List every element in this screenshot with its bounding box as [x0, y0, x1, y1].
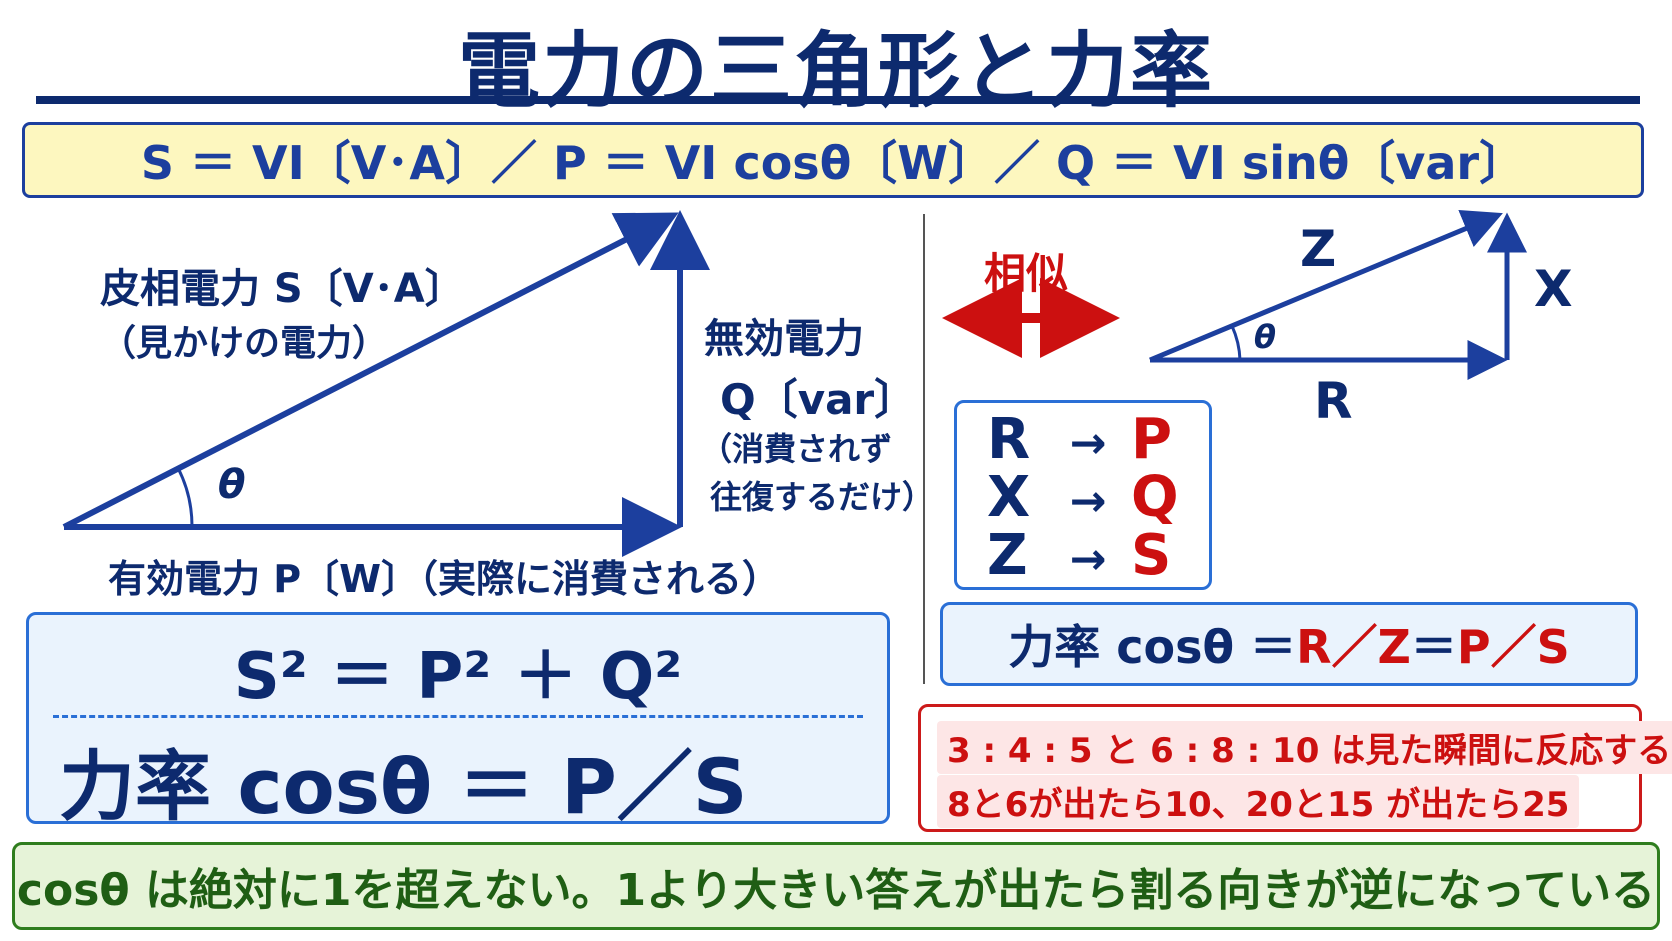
formula-bar: S ＝ VI〔V･A〕／ P ＝ VI cosθ〔W〕／ Q ＝ VI sinθ… [22, 122, 1644, 198]
tip-line: 8と6が出たら10、20と15 が出たら25 [937, 775, 1580, 828]
center-divider [923, 214, 925, 684]
reactance-x-label: X [1534, 260, 1573, 318]
active-power-label: 有効電力 P〔W〕（実際に消費される） [108, 557, 780, 601]
pythagoras-box: S² ＝ P² ＋ Q² 力率 cosθ ＝ P／S [26, 612, 890, 831]
formula-text: S ＝ VI〔V･A〕／ P ＝ VI cosθ〔W〕／ Q ＝ VI sinθ… [140, 136, 1526, 190]
mapping-row: X → Q [987, 465, 1179, 530]
pf-prefix: 力率 cosθ ＝ [1008, 620, 1297, 674]
mapping-from: X [987, 465, 1031, 530]
title-underline [36, 96, 1640, 104]
tip-box: 3 : 4 : 5 と 6 : 8 : 10 は見た瞬間に反応する。 8と6が出… [918, 704, 1672, 832]
pf-equals: ＝ [1410, 620, 1457, 674]
similar-label: 相似 [984, 249, 1069, 298]
arrow-icon: → [1069, 418, 1107, 469]
resistance-r-label: R [1314, 372, 1353, 430]
dashed-divider [53, 715, 863, 718]
pf-ratio-rz: R／Z [1296, 620, 1411, 674]
power-factor-box: 力率 cosθ ＝ R／Z ＝ P／S [940, 602, 1638, 686]
apparent-power-arrow [62, 212, 679, 530]
impedance-arrow [1149, 210, 1503, 363]
arrow-icon: → [1069, 534, 1107, 585]
apparent-power-note: （見かけの電力） [100, 323, 389, 364]
arrow-icon: → [1069, 476, 1107, 527]
pythagoras-equation: S² ＝ P² ＋ Q² [233, 640, 683, 714]
mapping-to: Q [1131, 465, 1179, 530]
angle-arc [176, 467, 194, 528]
reactive-power-note-2: 往復するだけ） [710, 478, 935, 516]
pf-ratio-ps: P／S [1456, 620, 1570, 674]
reactive-power-note-1: （消費されず [700, 430, 893, 468]
reactive-power-label: 無効電力 [704, 316, 864, 362]
mapping-to: S [1131, 523, 1172, 588]
bottom-note-box: cosθ は絶対に1を超えない。1より大きい答えが出たら割る向きが逆になっている [12, 842, 1660, 930]
mapping-from: R [987, 407, 1031, 472]
power-factor-equation: 力率 cosθ ＝ P／S [59, 742, 748, 831]
theta-label: θ [218, 462, 246, 508]
mapping-row: R → P [987, 407, 1172, 472]
small-angle-arc [1230, 325, 1242, 361]
small-theta-label: θ [1254, 318, 1276, 356]
impedance-z-label: Z [1300, 220, 1337, 278]
mapping-from: Z [987, 523, 1028, 588]
tip-line: 3 : 4 : 5 と 6 : 8 : 10 は見た瞬間に反応する。 [937, 721, 1672, 774]
mapping-box: R → P X → Q Z → S [954, 400, 1212, 590]
apparent-power-label: 皮相電力 S〔V･A〕 [100, 266, 465, 312]
bottom-note: cosθ は絶対に1を超えない。1より大きい答えが出たら割る向きが逆になっている [16, 865, 1656, 916]
mapping-row: Z → S [987, 523, 1171, 588]
reactive-power-unit: Q〔var〕 [720, 375, 917, 424]
mapping-to: P [1131, 407, 1173, 472]
